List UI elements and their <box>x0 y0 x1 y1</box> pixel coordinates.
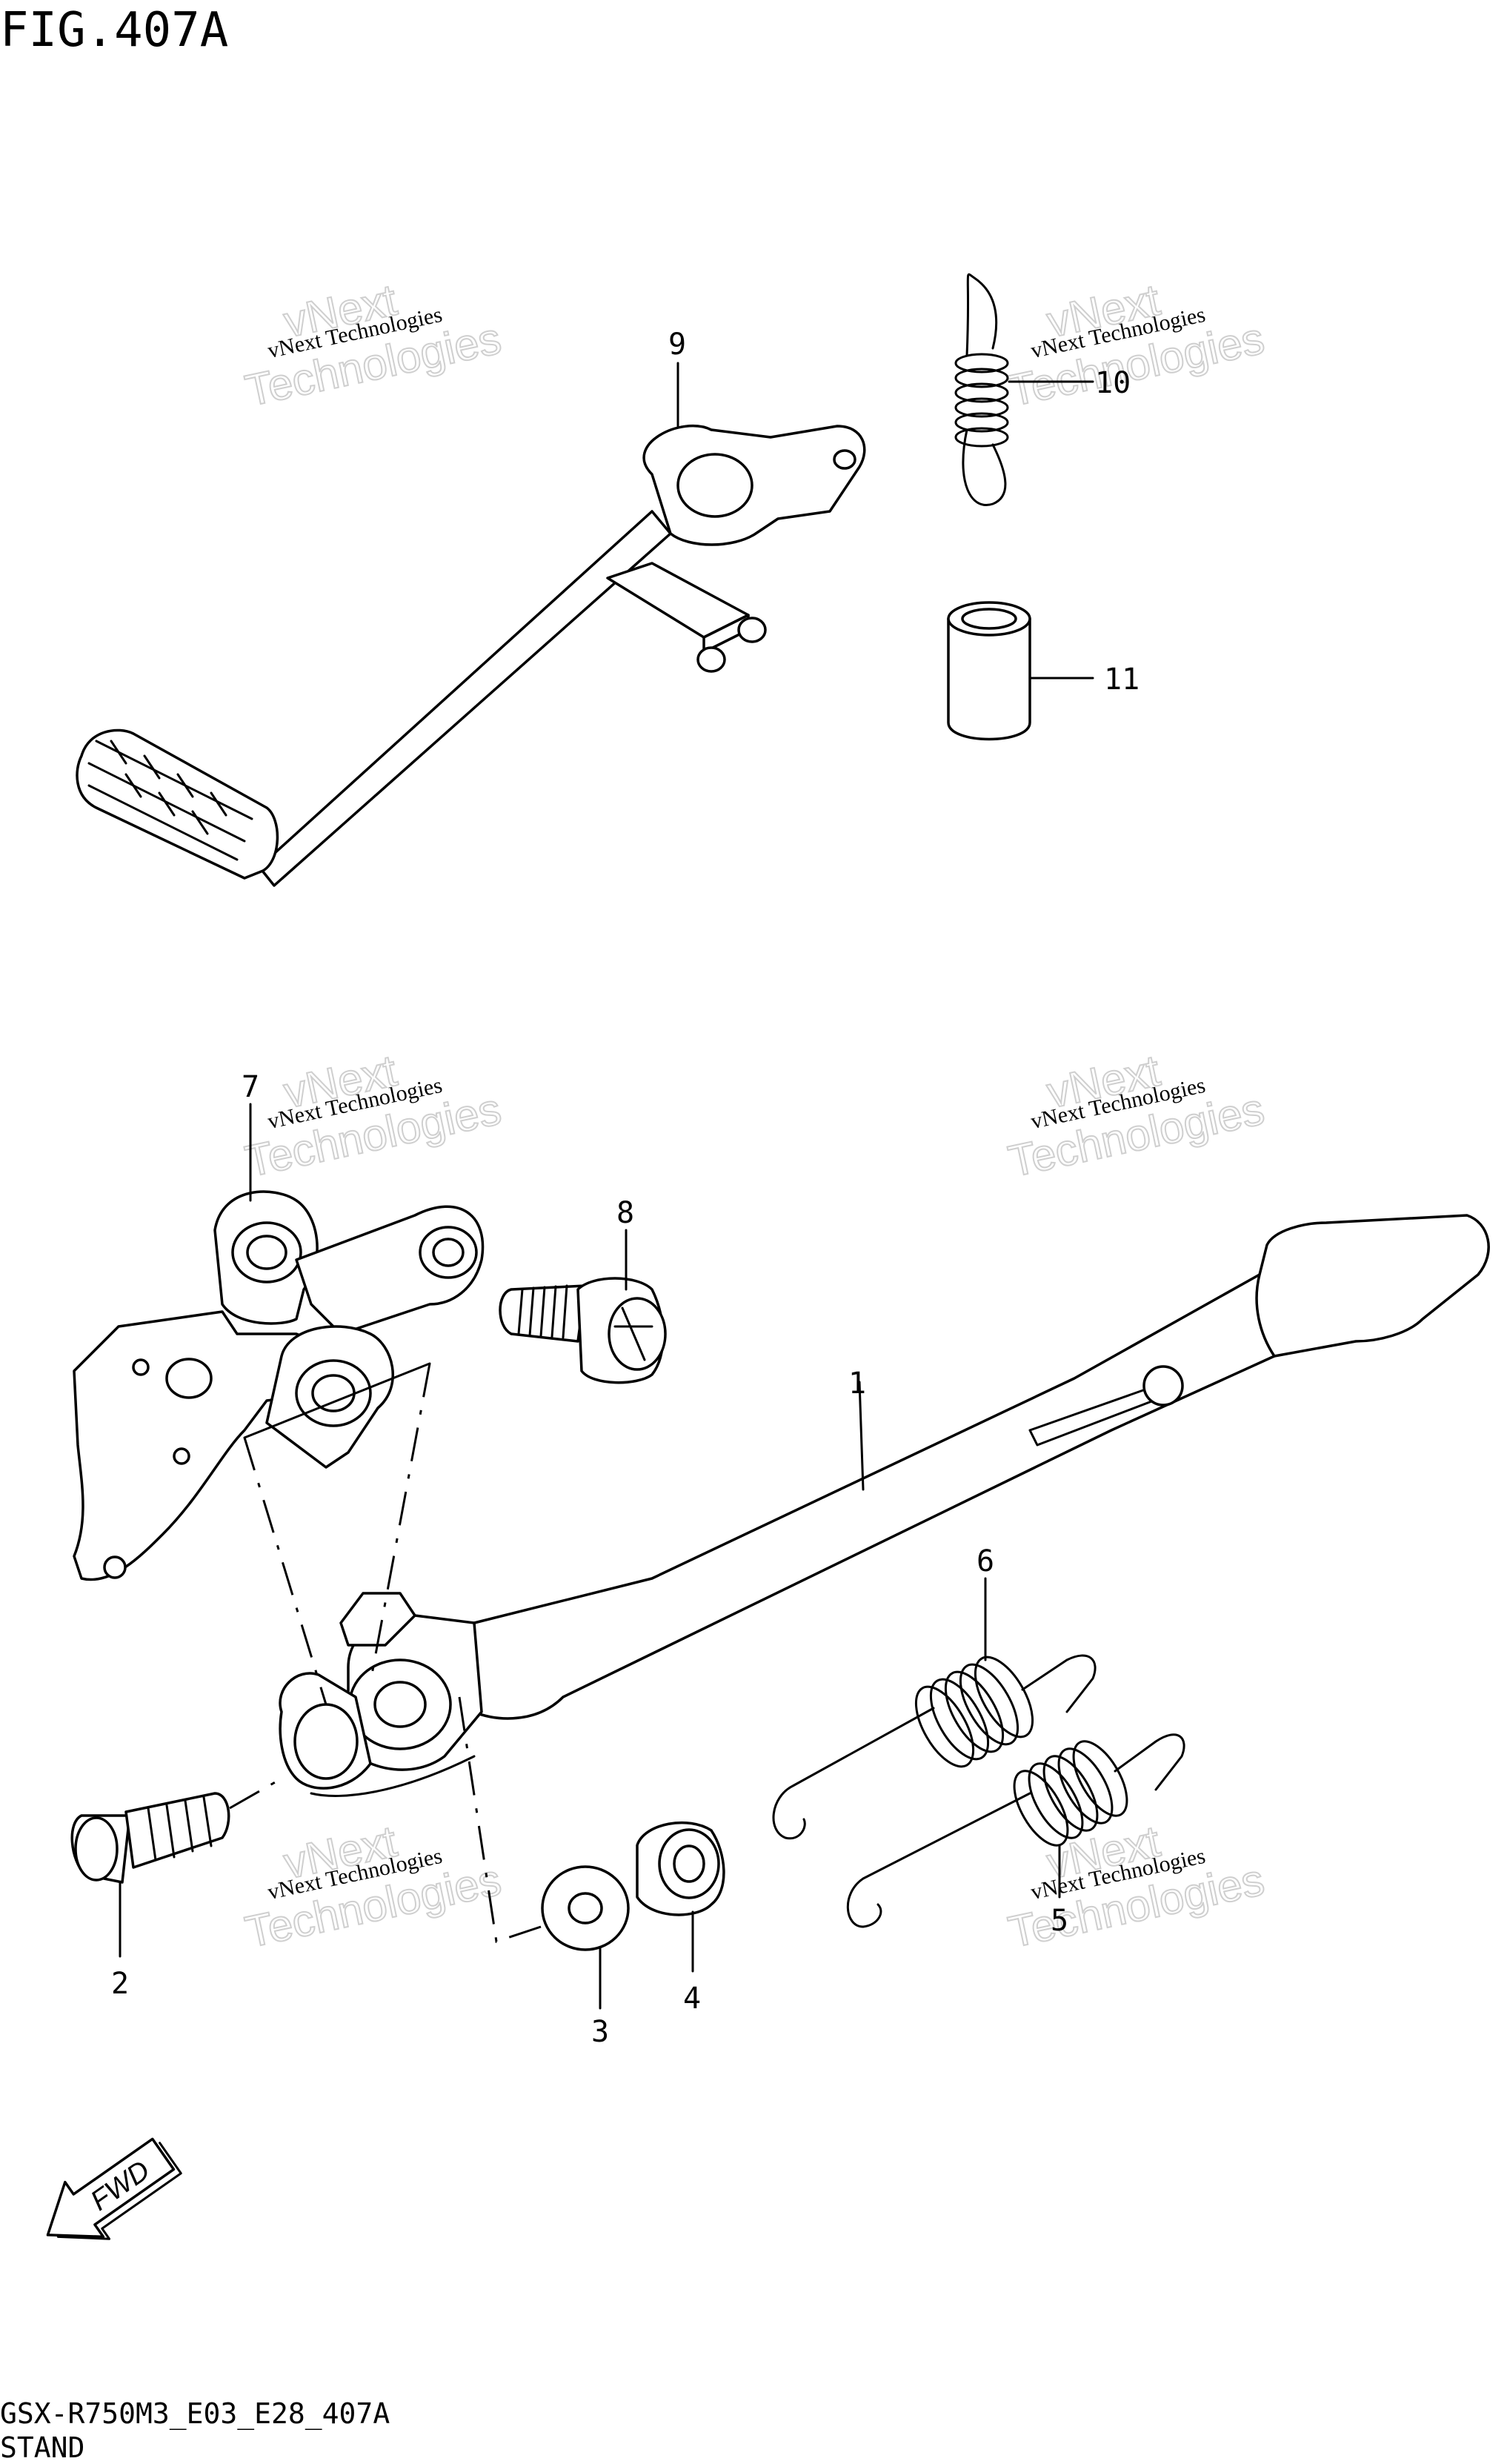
part-4-nut <box>636 1821 725 1916</box>
part-1-side-stand <box>279 1214 1490 1797</box>
section-name: STAND <box>0 2431 84 2460</box>
part-7-bracket <box>73 1190 485 1581</box>
part-5-spring <box>846 1733 1185 1928</box>
part-10-spring <box>954 273 1009 506</box>
part-2-bolt <box>70 1792 230 1884</box>
callout-labels: 1 2 3 4 5 6 7 8 9 10 11 <box>111 328 1140 2049</box>
watermark-2: vNext vNext Technologies Technologies <box>1003 274 1269 416</box>
part-9-pedal <box>76 425 866 887</box>
watermark-3: vNext vNext Technologies Technologies <box>240 1045 506 1187</box>
fwd-arrow-icon: FWD <box>46 2137 182 2240</box>
assembly-lines <box>229 1362 542 1943</box>
callout-4: 4 <box>683 1982 701 2016</box>
part-6-spring <box>772 1654 1097 1840</box>
callout-3: 3 <box>591 2015 609 2049</box>
watermark-1: vNext vNext Technologies Technologies <box>240 274 506 416</box>
callout-2: 2 <box>111 1967 129 2001</box>
callout-11: 11 <box>1104 663 1140 697</box>
callout-8: 8 <box>616 1196 634 1230</box>
part-8-bolt <box>499 1277 667 1384</box>
callout-1: 1 <box>848 1367 866 1401</box>
callout-7: 7 <box>242 1070 259 1104</box>
watermark-5: vNext vNext Technologies Technologies <box>240 1816 506 1958</box>
part-3-washer <box>541 1865 630 1951</box>
watermark-4: vNext vNext Technologies Technologies <box>1003 1045 1269 1187</box>
watermark-6: vNext vNext Technologies Technologies <box>1003 1816 1269 1958</box>
leader-lines <box>119 362 1094 2010</box>
model-code: GSX-R750M3_E03_E28_407A <box>0 2397 390 2431</box>
part-11-collar <box>947 601 1031 741</box>
callout-9: 9 <box>668 328 686 362</box>
callout-6: 6 <box>977 1544 994 1578</box>
callout-5: 5 <box>1051 1904 1068 1938</box>
figure-title: FIG.407A <box>0 3 228 58</box>
callout-10: 10 <box>1095 366 1131 400</box>
